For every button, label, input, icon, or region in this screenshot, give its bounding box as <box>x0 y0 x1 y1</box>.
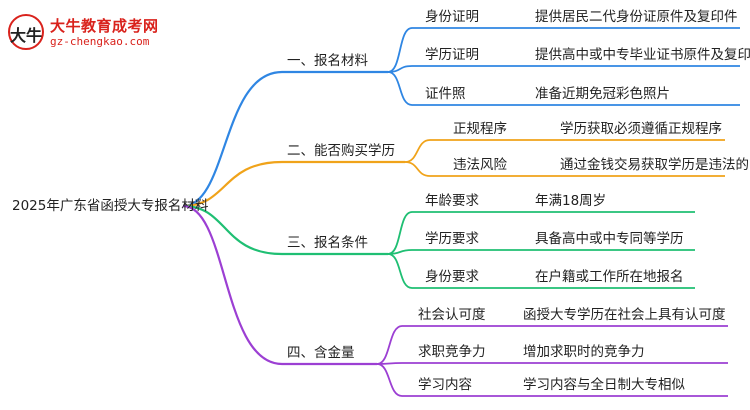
branch-label: 一、报名材料 <box>287 53 368 69</box>
logo-badge-icon: 大牛 <box>8 14 44 50</box>
branch-to-child-connector <box>387 65 413 73</box>
branch-to-child-connector <box>387 27 413 73</box>
root-topic: 2025年广东省函授大专报名材料 <box>12 198 209 214</box>
child-detail: 具备高中或中专同等学历 <box>535 231 684 247</box>
branch-to-child-connector <box>404 161 431 177</box>
child-detail: 学历获取必须遵循正规程序 <box>560 121 722 137</box>
branch-to-child-connector <box>376 325 403 365</box>
child-detail: 通过金钱交易获取学历是违法的 <box>560 157 749 173</box>
child-label: 身份证明 <box>425 9 479 25</box>
branch-label: 二、能否购买学历 <box>287 143 395 159</box>
root-to-branch-connector <box>182 160 283 208</box>
branch-to-child-connector <box>387 253 413 289</box>
logo-glyph: 大牛 <box>10 26 43 45</box>
root-to-branch-connector <box>182 204 283 256</box>
child-label: 学历证明 <box>425 47 479 63</box>
child-label: 违法风险 <box>453 157 507 173</box>
child-label: 学习内容 <box>418 377 472 393</box>
child-detail: 年满18周岁 <box>535 193 607 209</box>
child-detail: 学习内容与全日制大专相似 <box>523 377 685 393</box>
logo-title: 大牛教育成考网 <box>50 17 159 35</box>
child-label: 求职竞争力 <box>418 344 486 360</box>
branch-to-child-connector <box>376 362 403 365</box>
branch-to-child-connector <box>387 211 413 255</box>
child-detail: 提供居民二代身份证原件及复印件 <box>535 9 738 25</box>
site-logo[interactable]: 大牛 大牛教育成考网 gz-chengkao.com <box>8 14 198 52</box>
child-label: 学历要求 <box>425 231 479 247</box>
child-label: 证件照 <box>425 86 466 102</box>
child-detail: 函授大专学历在社会上具有认可度 <box>523 307 726 323</box>
branch-to-child-connector <box>387 71 413 106</box>
root-to-branch-connector <box>182 70 283 208</box>
child-detail: 提供高中或中专毕业证书原件及复印件 <box>535 47 750 63</box>
branch-label: 三、报名条件 <box>287 235 368 251</box>
child-detail: 增加求职时的竞争力 <box>523 344 645 360</box>
child-label: 年龄要求 <box>425 193 479 209</box>
child-detail: 在户籍或工作所在地报名 <box>535 269 684 285</box>
child-label: 社会认可度 <box>418 307 486 323</box>
branch-to-child-connector <box>376 363 403 397</box>
root-to-branch-connector <box>182 204 283 366</box>
logo-url: gz-chengkao.com <box>50 35 150 48</box>
branch-label: 四、含金量 <box>287 345 355 361</box>
child-detail: 准备近期免冠彩色照片 <box>535 86 670 102</box>
branch-to-child-connector <box>404 139 431 163</box>
child-label: 正规程序 <box>453 121 507 137</box>
child-label: 身份要求 <box>425 269 479 285</box>
